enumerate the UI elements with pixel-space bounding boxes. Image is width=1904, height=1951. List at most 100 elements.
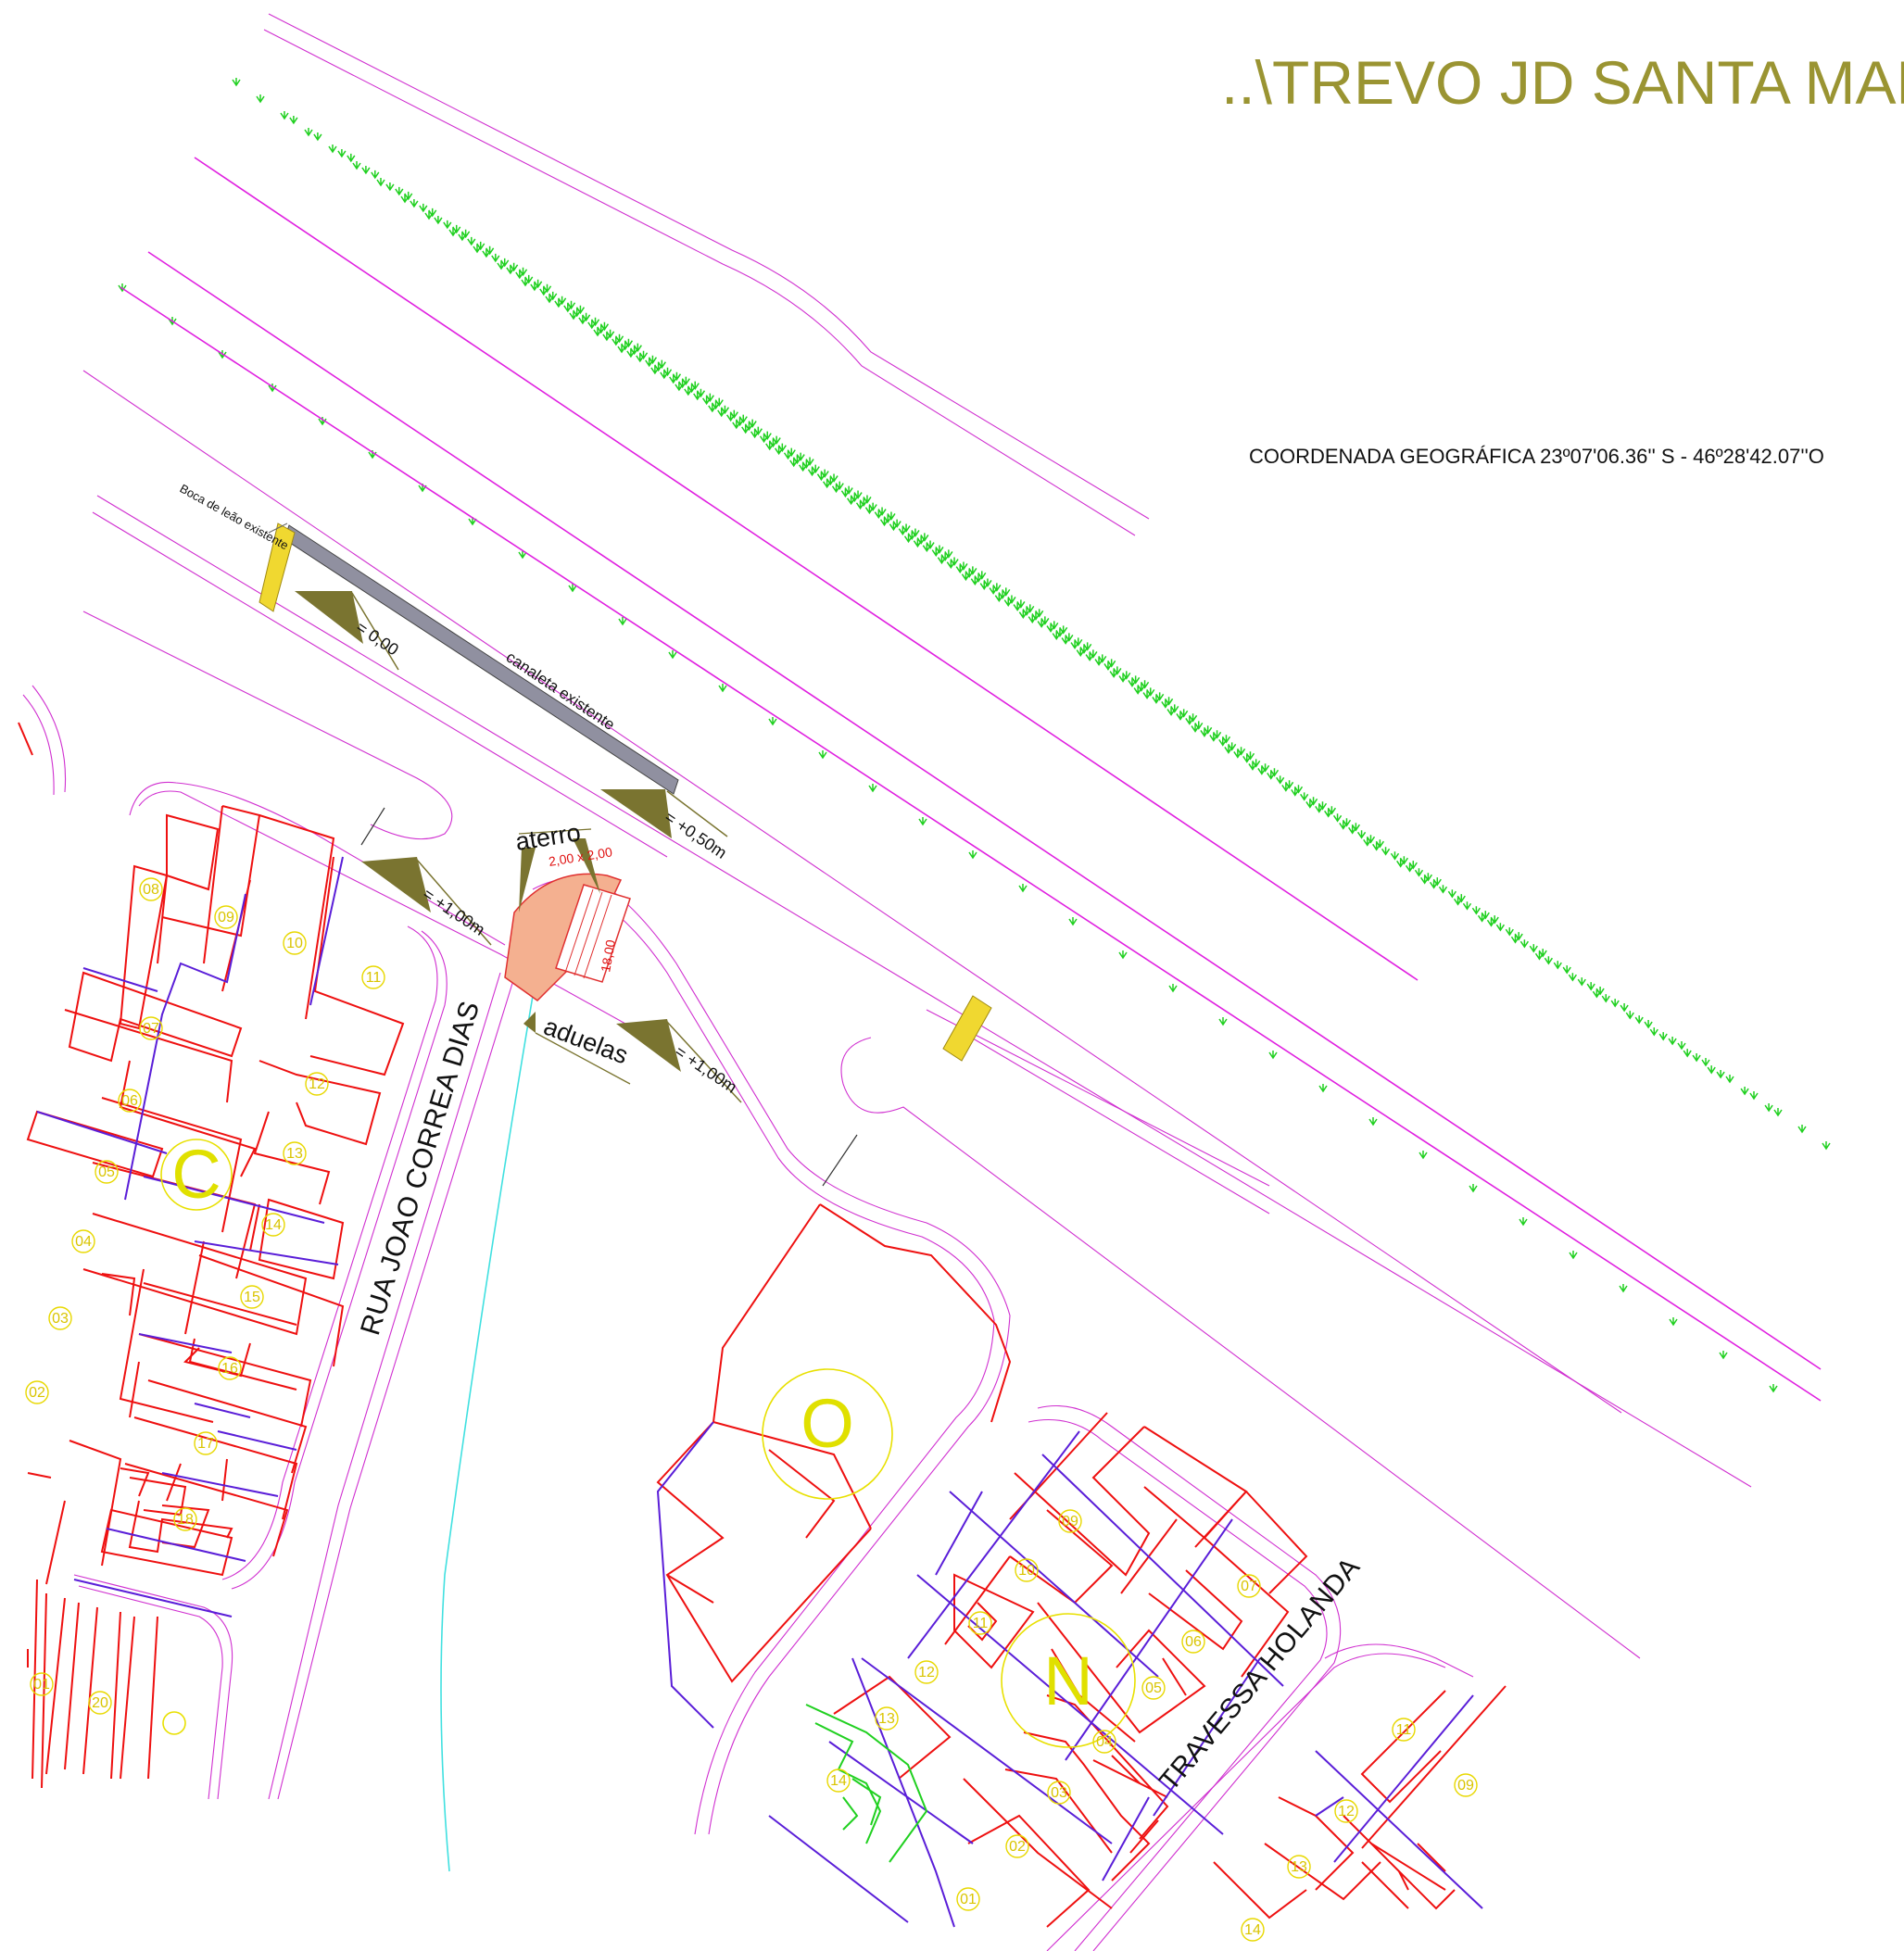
vegetation-mark [1519, 1217, 1528, 1227]
vegetation-mark [563, 303, 573, 313]
vegetation-mark [783, 450, 793, 460]
vegetation-mark [1692, 1053, 1701, 1063]
vegetation-mark [1372, 842, 1381, 851]
vegetation-mark [1070, 640, 1079, 649]
vegetation-mark [554, 298, 563, 308]
vegetation-mark [1471, 906, 1482, 915]
block-circles [160, 1139, 1136, 1748]
vegetation-mark [1769, 1384, 1778, 1393]
lot-number: 12 [918, 1665, 935, 1680]
vegetation-mark [361, 165, 371, 175]
vegetation-mark [395, 186, 404, 196]
lot-marker [95, 1160, 119, 1184]
vegetation-mark [1486, 918, 1496, 927]
drawing-title: ..\TREVO JD SANTA MARI [1221, 48, 1904, 117]
lot-marker [118, 1089, 142, 1113]
vegetation-mark [1332, 813, 1343, 823]
lot-number: 17 [197, 1436, 214, 1452]
vegetation-mark [491, 253, 500, 263]
vegetation-mark [1118, 673, 1128, 683]
vegetation-mark [1447, 889, 1457, 899]
lot-number: 12 [309, 1076, 325, 1092]
vegetation-mark [970, 576, 979, 586]
lot-marker [1181, 1630, 1205, 1654]
vegetation-mark [1291, 787, 1300, 797]
vegetation-mark [1592, 989, 1602, 999]
block-c-parcels [18, 722, 405, 1789]
vegetation-mark [1076, 648, 1085, 657]
lot-number: 05 [98, 1164, 115, 1180]
vegetation-mark [1668, 1037, 1677, 1046]
lot-number: 09 [1457, 1778, 1474, 1794]
vegetation-mark [539, 286, 549, 296]
vegetation-mark [868, 784, 877, 793]
lot-number: 04 [75, 1234, 92, 1250]
vegetation-mark [602, 332, 612, 342]
vegetation-mark [385, 182, 395, 192]
vegetation-mark [1610, 999, 1620, 1008]
vegetation-mark [918, 817, 927, 826]
vegetation-mark [467, 236, 476, 246]
vegetation-mark [506, 265, 515, 275]
lot-number: 15 [244, 1290, 260, 1305]
vegetation-mark [1191, 724, 1200, 733]
vegetation-mark [650, 365, 660, 375]
vegetation-mark [518, 550, 527, 560]
geographic-coordinate: COORDENADA GEOGRÁFICA 23º07'06.36'' S - … [1249, 445, 1824, 468]
vegetation-mark [304, 128, 313, 137]
lot-number: 14 [265, 1217, 282, 1233]
vegetation-mark [798, 462, 808, 472]
vegetation-mark [1348, 825, 1357, 835]
level-label-3: = +1,00m [672, 1042, 740, 1097]
lot-number: 16 [221, 1361, 238, 1377]
vegetation-mark [448, 228, 458, 237]
vegetation-mark [1505, 927, 1514, 937]
vegetation-mark [937, 555, 947, 565]
lot-marker [875, 1706, 899, 1731]
vegetation-mark [1037, 619, 1046, 628]
vegetation-mark [1477, 913, 1487, 923]
vegetation-mark [1716, 1070, 1725, 1079]
lot-number: 20 [92, 1695, 108, 1711]
highway-lines [82, 13, 1822, 1659]
lot-marker [261, 1213, 285, 1237]
vegetation-mark [889, 522, 899, 532]
vegetation-mark [1569, 1251, 1578, 1260]
lot-marker [240, 1285, 264, 1309]
vegetation-mark [955, 564, 965, 573]
drainage-structures [258, 522, 992, 1187]
lot-number: 11 [973, 1616, 989, 1631]
vegetation-mark [612, 336, 621, 346]
vegetation-mark [530, 282, 539, 292]
lot-marker [194, 1431, 218, 1455]
lot-number: 13 [878, 1711, 895, 1727]
vegetation-mark [337, 148, 347, 158]
vegetation-mark [1553, 961, 1562, 970]
lot-number: 11 [1396, 1722, 1412, 1738]
block-o-label: O [801, 1385, 854, 1462]
vegetation-mark [1764, 1103, 1773, 1113]
vegetation-mark [328, 145, 337, 154]
lot-marker [1237, 1574, 1261, 1598]
vegetation-mark [1233, 749, 1242, 759]
lot-number: 12 [1338, 1804, 1355, 1819]
vegetation-mark [1168, 984, 1178, 993]
lot-marker [173, 1507, 197, 1531]
vegetation-mark [1176, 711, 1185, 721]
lot-number: 06 [121, 1093, 138, 1109]
vegetation-mark [979, 581, 989, 590]
block-n-boundaries [768, 1430, 1284, 1928]
vegetation-mark [855, 500, 865, 510]
vegetation-mark [1390, 851, 1400, 861]
vegetation-mark [1052, 631, 1061, 640]
vegetation-mark [1658, 1032, 1668, 1041]
vegetation-mark [568, 584, 577, 593]
lot-number: 03 [52, 1311, 69, 1327]
block-o-boundaries [656, 1421, 714, 1729]
vegetation-mark [482, 248, 491, 258]
vegetation-mark [1419, 1151, 1428, 1160]
vegetation-mark [1562, 965, 1571, 975]
lot-marker [218, 1356, 242, 1380]
vegetation-mark [822, 479, 832, 489]
vegetation-mark [1577, 977, 1586, 987]
